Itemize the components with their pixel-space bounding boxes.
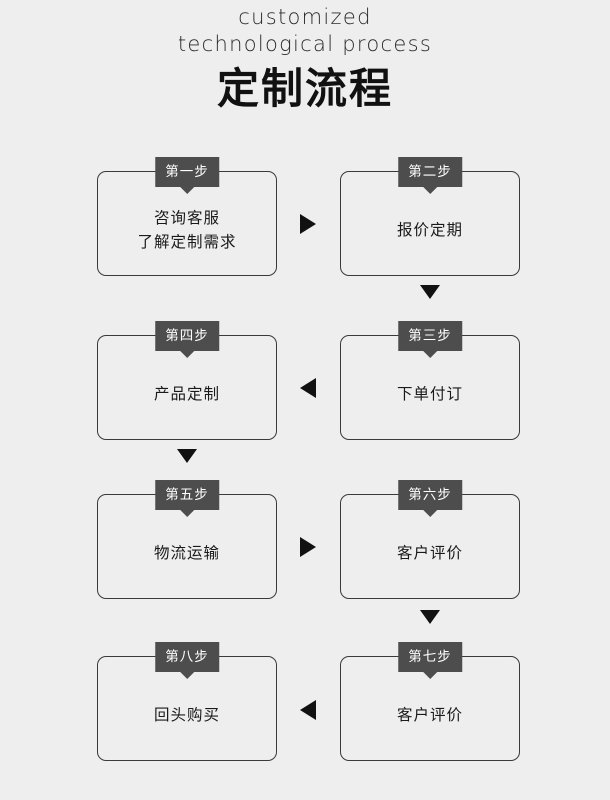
step-label-3: 下单付订	[396, 384, 463, 403]
step-label-2: 报价定期	[396, 220, 463, 239]
step-badge-1: 第一步	[155, 157, 219, 187]
step-body-3: 下单付订	[341, 336, 519, 439]
step-body-8: 回头购买	[98, 657, 276, 760]
flow-step-4[interactable]: 第四步 产品定制	[97, 321, 277, 440]
step-badge-6: 第六步	[398, 480, 462, 510]
connector-arrow-right-icon-5-to-6	[300, 537, 316, 557]
flow-step-3[interactable]: 第三步 下单付订	[340, 321, 520, 440]
step-badge-5: 第五步	[155, 480, 219, 510]
step-label-6: 客户评价	[396, 543, 463, 562]
step-body-7: 客户评价	[341, 657, 519, 760]
flow-step-8[interactable]: 第八步 回头购买	[97, 642, 277, 761]
connector-arrow-down-icon-2-to-3	[420, 285, 440, 299]
step-body-2: 报价定期	[341, 172, 519, 275]
page-header: customized technological process 定制流程	[0, 0, 610, 114]
step-body-5: 物流运输	[98, 495, 276, 598]
subtitle-english-line2: technological process	[177, 32, 433, 56]
step-badge-2: 第二步	[398, 157, 462, 187]
step-label-7: 客户评价	[396, 705, 463, 724]
connector-arrow-down-icon-6-to-7	[420, 610, 440, 624]
connector-arrow-left-icon-7-to-8	[300, 700, 316, 720]
step-body-4: 产品定制	[98, 336, 276, 439]
flow-step-1[interactable]: 第一步 咨询客服 了解定制需求	[97, 157, 277, 276]
flow-step-6[interactable]: 第六步 客户评价	[340, 480, 520, 599]
step-body-6: 客户评价	[341, 495, 519, 598]
page-title: 定制流程	[216, 64, 393, 113]
flow-step-7[interactable]: 第七步 客户评价	[340, 642, 520, 761]
step-label-1: 咨询客服 了解定制需求	[137, 208, 237, 251]
connector-arrow-left-icon-3-to-4	[300, 378, 316, 398]
step-badge-8: 第八步	[155, 642, 219, 672]
flow-step-2[interactable]: 第二步 报价定期	[340, 157, 520, 276]
flow-step-5[interactable]: 第五步 物流运输	[97, 480, 277, 599]
step-badge-7: 第七步	[398, 642, 462, 672]
step-label-4: 产品定制	[153, 384, 220, 403]
connector-arrow-right-icon-1-to-2	[300, 214, 316, 234]
step-badge-3: 第三步	[398, 321, 462, 351]
step-label-8: 回头购买	[153, 705, 220, 724]
step-badge-4: 第四步	[155, 321, 219, 351]
connector-arrow-down-icon-4-to-5	[177, 449, 197, 463]
subtitle-english-line1: customized	[238, 5, 372, 29]
step-label-5: 物流运输	[153, 543, 220, 562]
step-body-1: 咨询客服 了解定制需求	[98, 172, 276, 275]
